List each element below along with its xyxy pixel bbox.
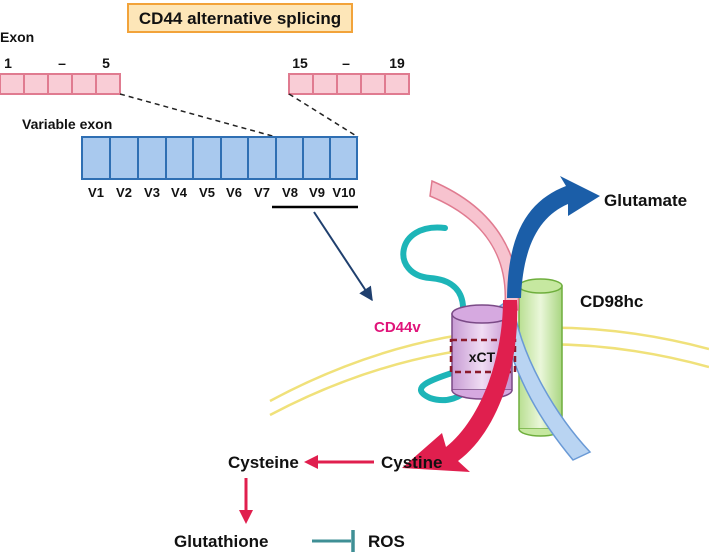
cd98hc-label: CD98hc (580, 292, 643, 311)
cystine-label: Cystine (381, 453, 442, 472)
xct-dashed-box (449, 338, 517, 374)
cystine-import-arrow (402, 300, 518, 472)
exon-dash-right: – (342, 55, 350, 71)
variable-exon-v7: V7 (254, 185, 270, 200)
ros-label: ROS (368, 532, 405, 551)
variable-exon-v9: V9 (309, 185, 325, 200)
glutathione-label: Glutathione (174, 532, 268, 551)
cystine-to-cysteine-arrow (304, 455, 374, 469)
title-box: CD44 alternative splicing (127, 3, 353, 33)
cysteine-to-glutathione-arrow (239, 478, 253, 524)
exon-number-1: 1 (4, 55, 12, 71)
exon-label: Exon (0, 29, 34, 45)
variable-exon-v10: V10 (332, 185, 355, 200)
variable-exon-v1: V1 (88, 185, 104, 200)
splice-connector-right (288, 93, 359, 138)
variable-exon-v6: V6 (226, 185, 242, 200)
variable-exon-v8: V8 (282, 185, 298, 200)
splice-connector-left (119, 93, 277, 138)
glutamate-label: Glutamate (604, 191, 687, 210)
exon-block-right (288, 73, 410, 95)
exon-dash-left: – (58, 55, 66, 71)
variable-exon-v4: V4 (171, 185, 188, 200)
exon-number-15: 15 (292, 55, 308, 71)
exon-number-5: 5 (102, 55, 110, 71)
exon-number-19: 19 (389, 55, 405, 71)
variable-exon-v3: V3 (144, 185, 160, 200)
exon-block-left (0, 73, 121, 95)
cysteine-label: Cysteine (228, 453, 299, 472)
variable-exon-label: Variable exon (22, 116, 112, 132)
xct-label: xCT (469, 349, 496, 365)
xct-ribbon (429, 179, 520, 311)
variable-exon-v5: V5 (199, 185, 215, 200)
glutathione-inhibits-ros (312, 530, 355, 552)
glutamate-export-arrow (507, 176, 600, 298)
variable-exon-block (81, 136, 358, 180)
cd44v-label: CD44v (374, 319, 421, 336)
v8-v10-to-cd44v-arrow (313, 211, 373, 302)
variable-exon-v2: V2 (116, 185, 132, 200)
title-text: CD44 alternative splicing (139, 9, 341, 28)
